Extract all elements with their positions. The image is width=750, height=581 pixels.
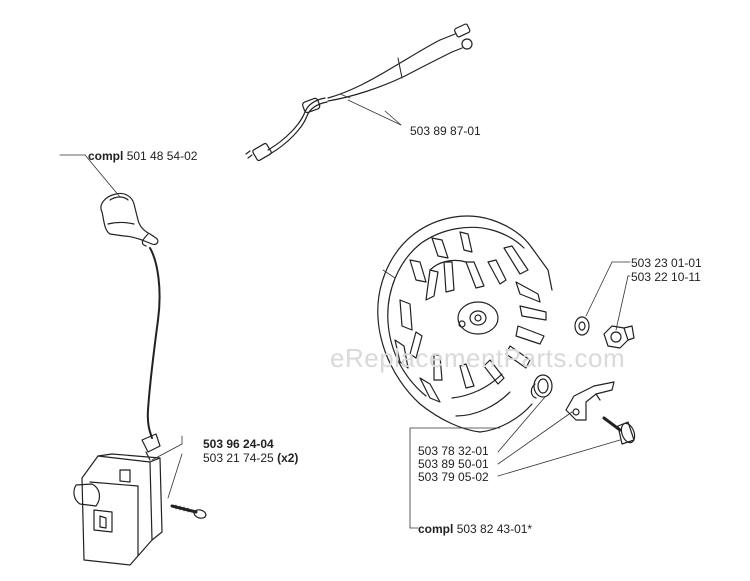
label-pawl: 503 89 50-01: [418, 457, 489, 471]
nut-drawing: [603, 325, 635, 349]
washer-drawing: [574, 316, 590, 336]
label-spark-plug-boot: compl 501 48 54-02: [88, 149, 197, 163]
label-assembly-prefix: compl: [418, 522, 454, 536]
label-pivot-pin: 503 79 05-02: [418, 470, 489, 484]
label-washer: 503 23 01-01: [631, 256, 702, 270]
label-nut: 503 22 10-11: [631, 270, 701, 284]
label-ignition-module: 503 96 24-04: [203, 437, 274, 451]
label-module-screw: 503 21 74-25 (x2): [203, 451, 298, 465]
spark-plug-boot-drawing: [100, 192, 159, 247]
wire-harness-drawing: [245, 23, 473, 162]
label-spring: 503 78 32-01: [418, 444, 489, 458]
label-boot-prefix: compl: [88, 149, 124, 163]
watermark: eReplacementParts.com: [330, 343, 626, 373]
label-screw-qty: (x2): [277, 451, 299, 465]
label-flywheel-assembly: compl 503 82 43-01*: [418, 522, 532, 536]
spring-drawing: [530, 374, 553, 399]
pivot-pin-drawing: [602, 416, 636, 445]
leader-lines: [59, 93, 631, 529]
pawl-drawing: [565, 381, 615, 421]
label-screw-number: 503 21 74-25: [203, 451, 274, 465]
ignition-module-drawing: [73, 433, 163, 566]
label-assembly-number: 503 82 43-01*: [456, 522, 533, 536]
ht-lead-drawing: [146, 247, 161, 439]
module-screw-drawing: [170, 504, 207, 519]
label-boot-number: 501 48 54-02: [126, 149, 198, 163]
label-wire-harness: 503 89 87-01: [410, 124, 481, 138]
flywheel-drawing: [377, 215, 553, 433]
